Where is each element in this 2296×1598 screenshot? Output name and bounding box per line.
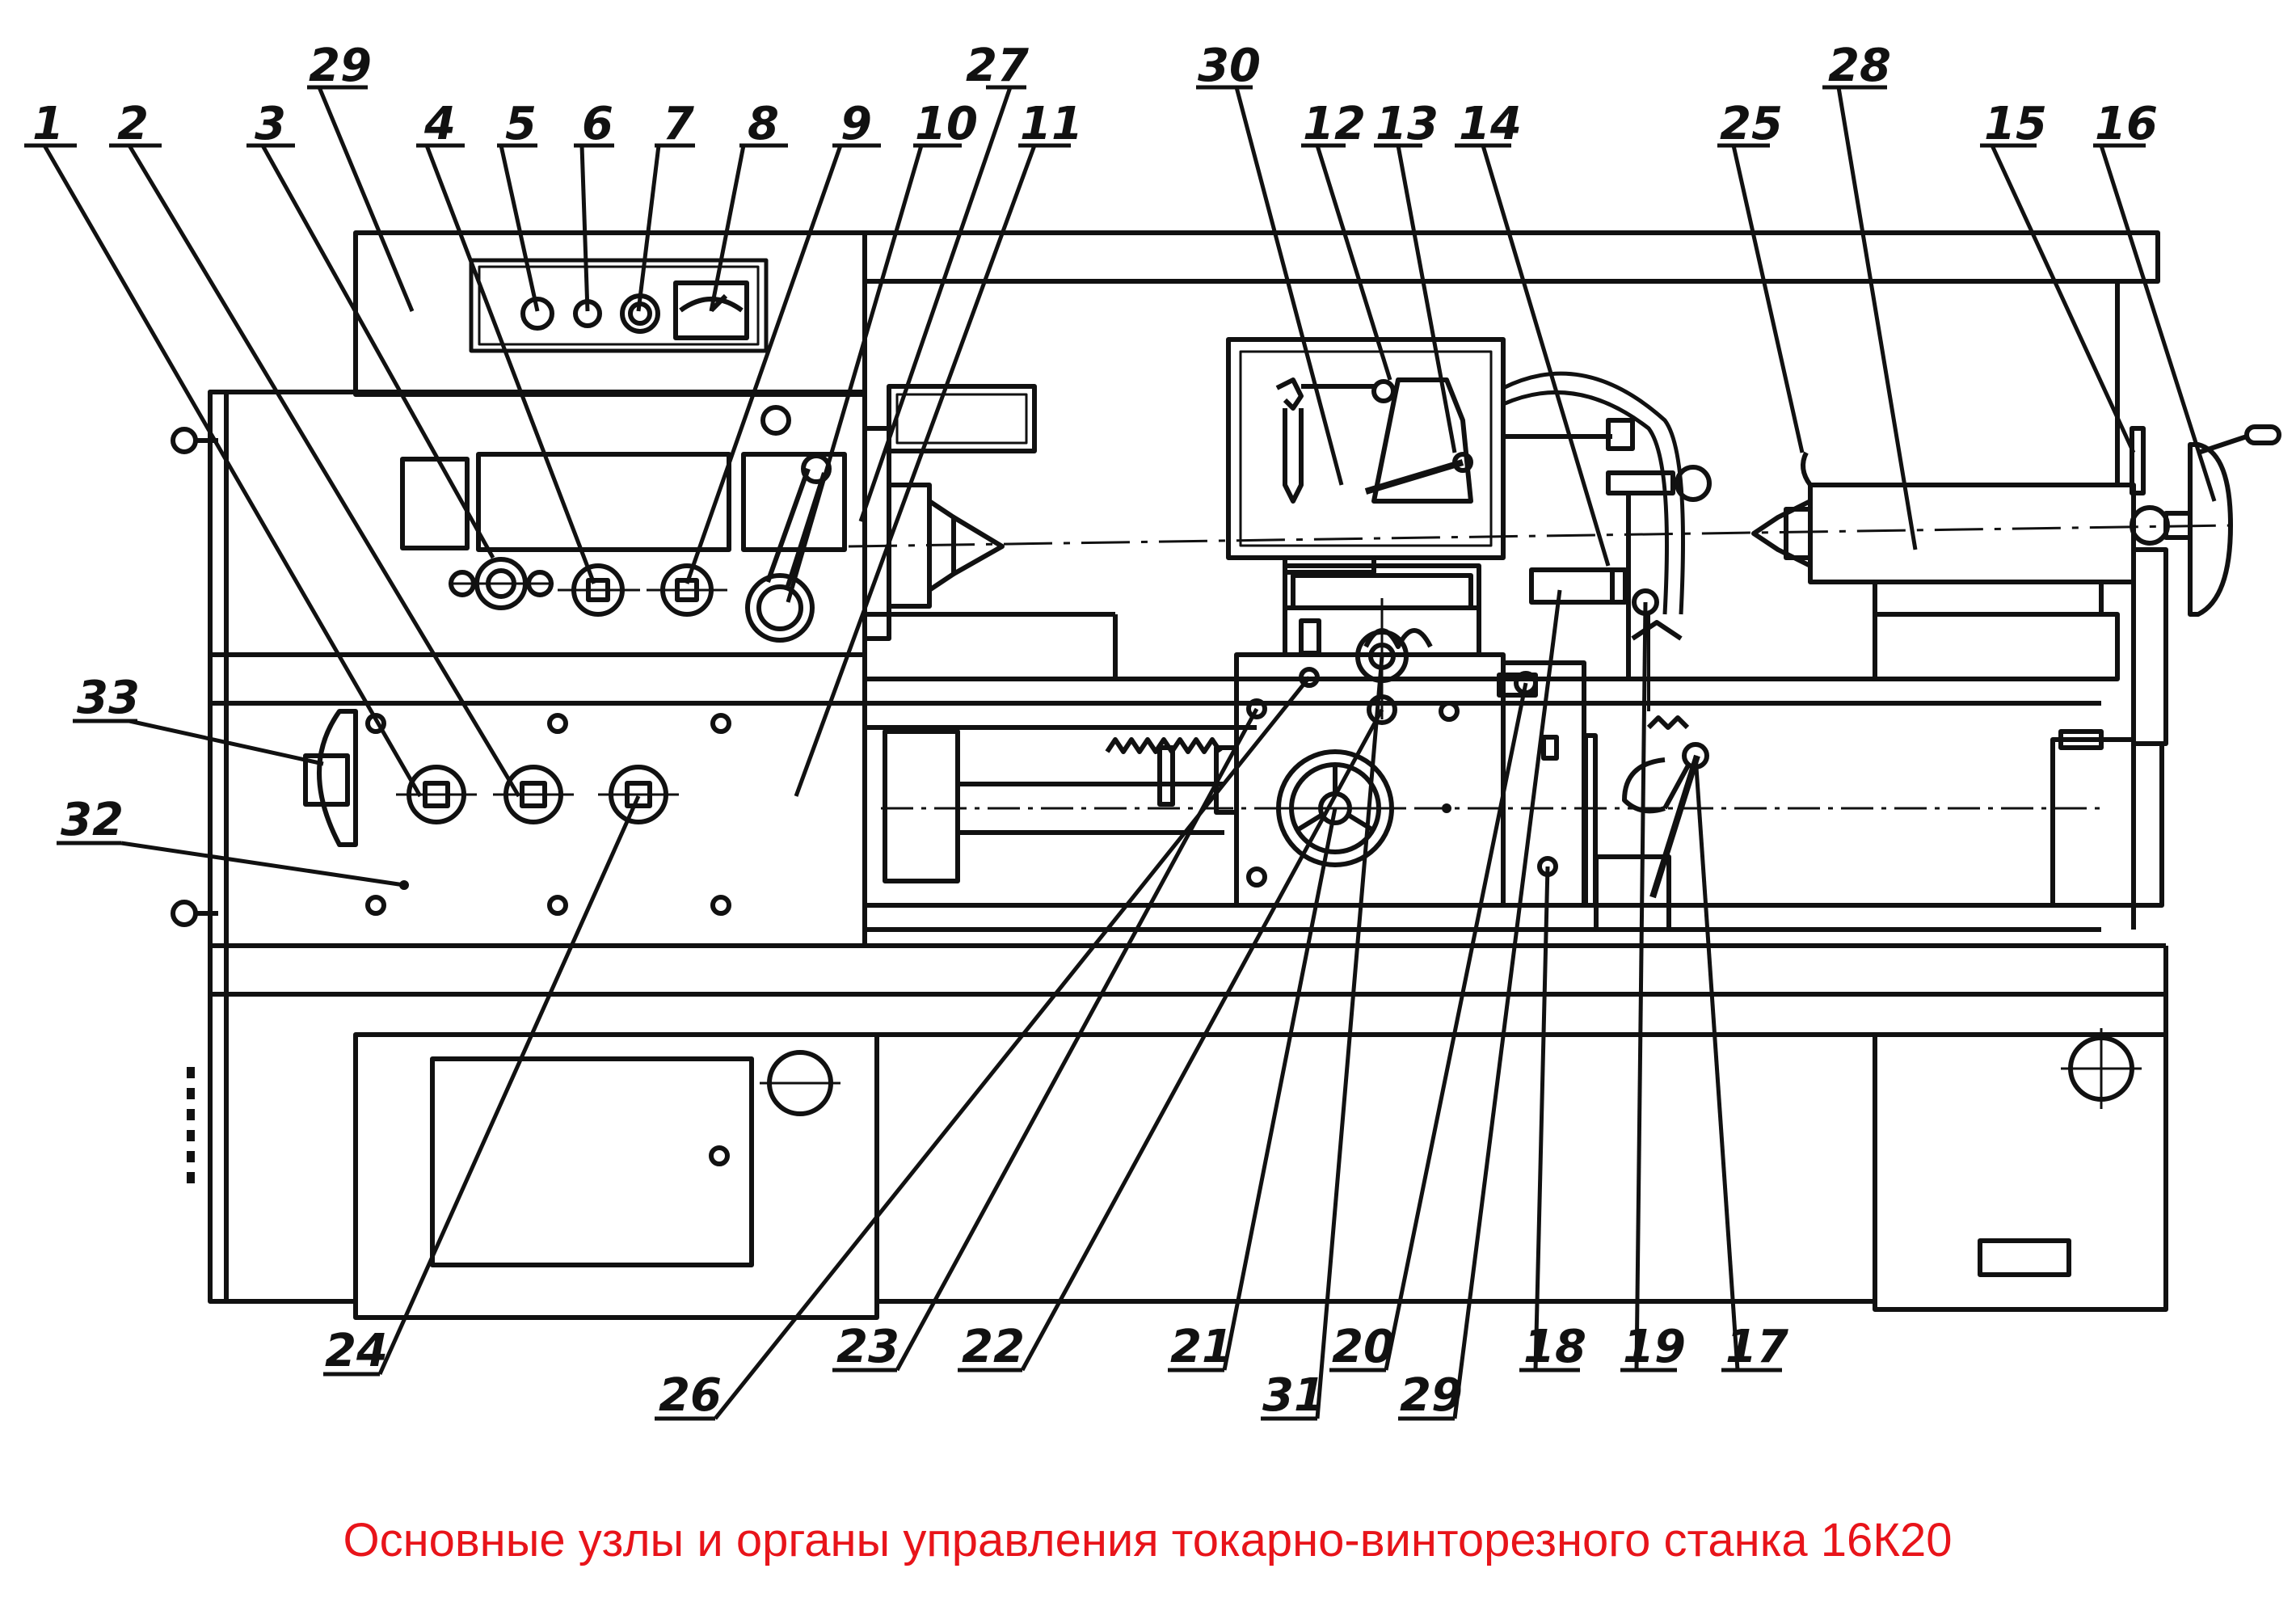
feed-knob-1: [396, 765, 477, 824]
callout-27: 27: [966, 40, 1029, 92]
callout-30: 30: [1198, 40, 1261, 92]
callout-29-top: 29: [309, 40, 372, 92]
callout-20: 20: [1332, 1321, 1395, 1373]
spindle-axis: [848, 524, 2231, 548]
callout-9: 9: [840, 98, 872, 150]
bed-and-base: [187, 390, 2168, 1320]
callout-16: 16: [2095, 98, 2158, 150]
callout-21: 21: [1170, 1321, 1233, 1373]
handwheel-21: [1269, 749, 1406, 867]
callout-18: 18: [1523, 1321, 1586, 1373]
callout-22: 22: [962, 1321, 1025, 1373]
callout-33: 33: [77, 672, 140, 724]
feed-gearbox: [171, 427, 867, 948]
callout-15: 15: [1984, 98, 2047, 150]
callout-26: 26: [659, 1369, 722, 1422]
feed-knob-24: [598, 765, 679, 824]
callout-4: 4: [423, 98, 456, 150]
guideways: [865, 612, 2101, 932]
lathe-drawing: [171, 230, 2281, 1320]
callout-11: 11: [1020, 98, 1083, 150]
callout-29-bottom: 29: [1400, 1369, 1463, 1422]
callout-8: 8: [748, 98, 779, 150]
callout-6: 6: [582, 98, 613, 150]
headstock: [208, 230, 1037, 657]
callout-14: 14: [1459, 98, 1522, 150]
callout-2: 2: [117, 98, 149, 150]
chip-guard: [862, 230, 2160, 614]
speed-knob-9: [647, 563, 727, 617]
callout-17: 17: [1725, 1321, 1788, 1373]
leader-lines: [24, 85, 2217, 1421]
callout-25: 25: [1720, 98, 1783, 150]
callout-5: 5: [505, 98, 537, 150]
carriage: [1234, 563, 1671, 932]
tool-post: [1226, 337, 1712, 899]
callout-19: 19: [1623, 1321, 1686, 1373]
speed-knob-4: [558, 563, 640, 617]
callout-32: 32: [61, 794, 124, 846]
diagram-caption: Основные узлы и органы управления токарн…: [343, 1514, 1952, 1566]
callout-24: 24: [325, 1325, 388, 1377]
speed-knob-3: [449, 557, 554, 610]
callout-13: 13: [1375, 98, 1439, 150]
callout-labels: 1 2 3 29 4 5 6 7 8 9 10 27 11 30 12 13 1…: [32, 40, 2158, 1422]
callout-1: 1: [32, 98, 64, 150]
callout-7: 7: [663, 98, 694, 150]
callout-12: 12: [1303, 98, 1366, 150]
feed-knob-2: [493, 765, 574, 824]
callout-28: 28: [1828, 40, 1891, 92]
callout-31: 31: [1262, 1369, 1325, 1422]
tailstock: [1751, 281, 2281, 930]
callout-10: 10: [915, 98, 978, 150]
callout-23: 23: [836, 1321, 899, 1373]
callout-3: 3: [255, 98, 286, 150]
